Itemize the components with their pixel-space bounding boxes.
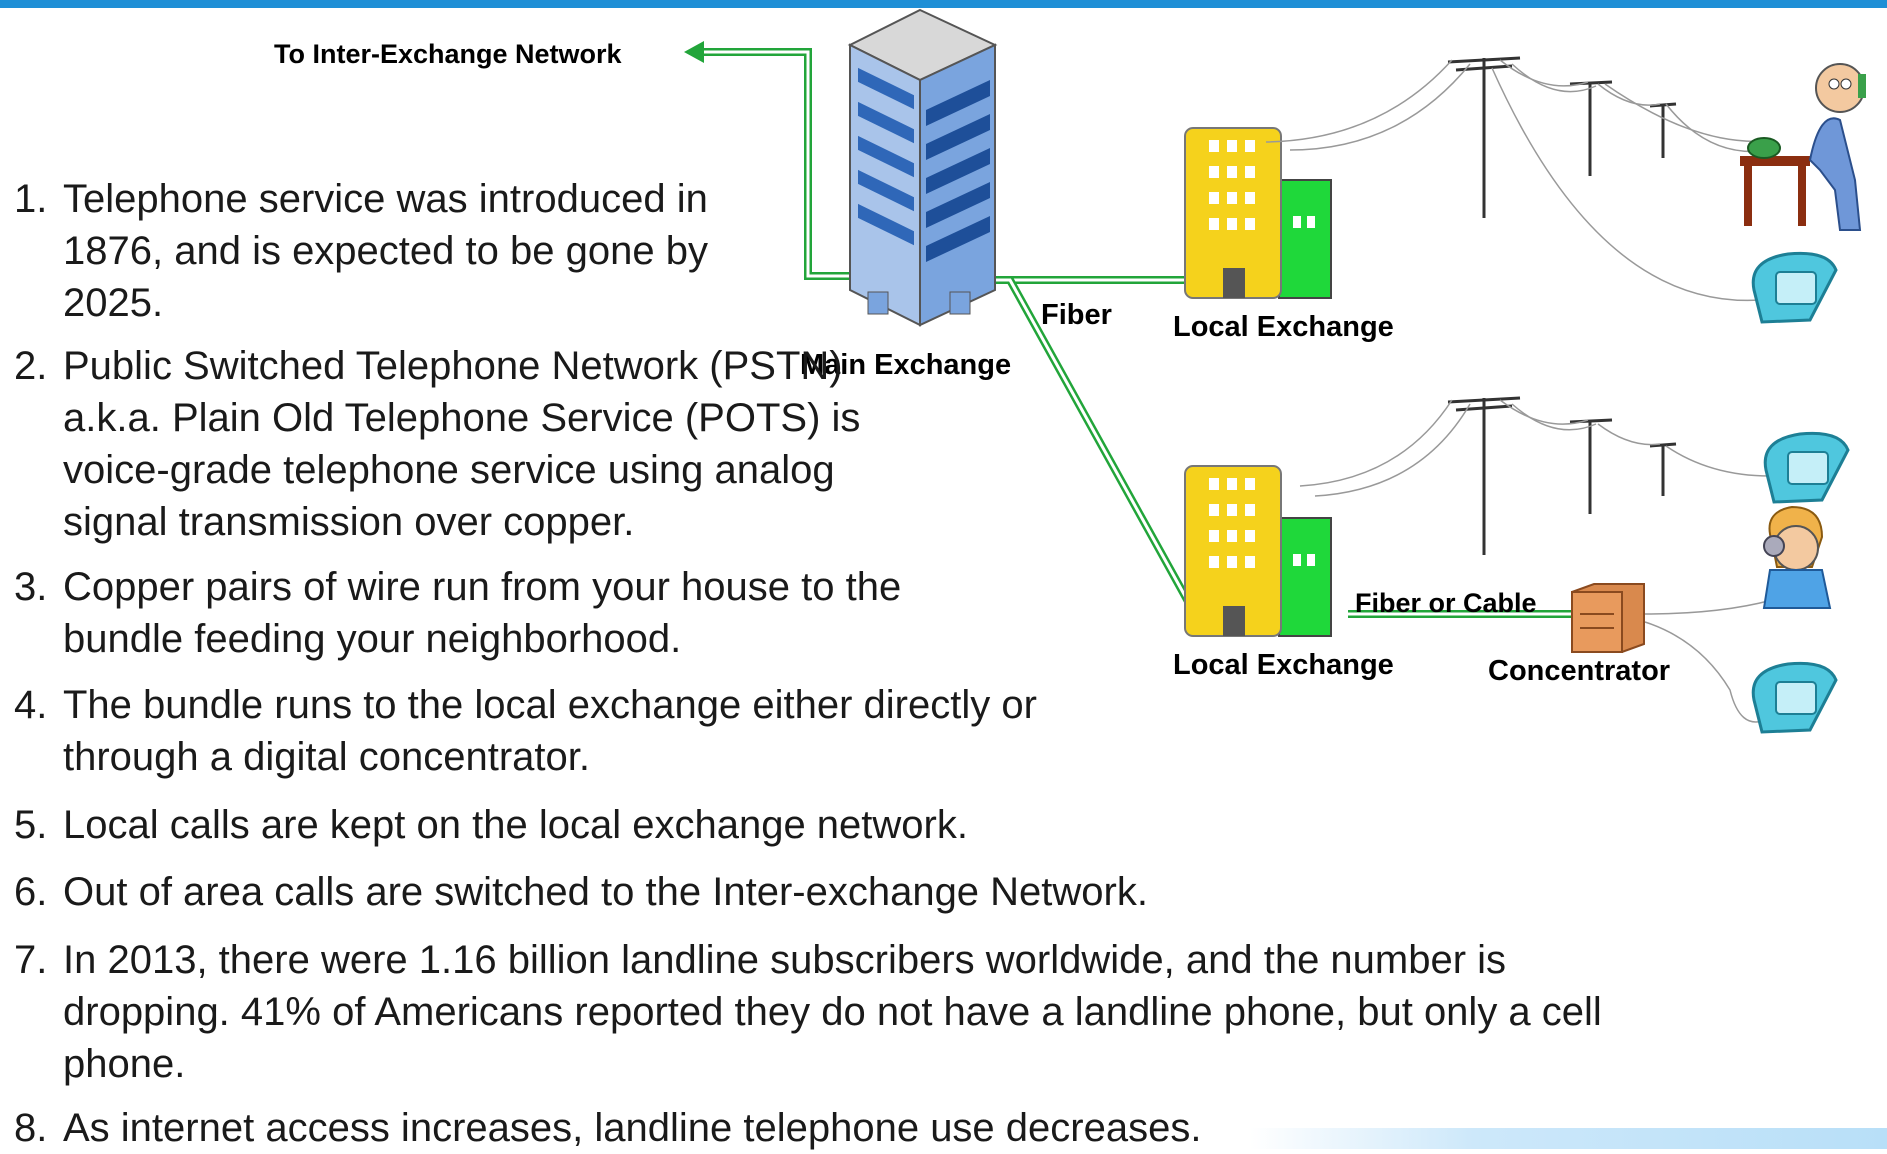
list-item: 6. Out of area calls are switched to the… xyxy=(14,866,1314,918)
list-item: 8. As internet access increases, landlin… xyxy=(14,1102,1414,1154)
link-inter-exchange xyxy=(684,41,860,280)
wire-lines-top xyxy=(1265,59,1776,302)
list-item: 2. Public Switched Telephone Network (PS… xyxy=(14,340,934,548)
item-text: The bundle runs to the local exchange ei… xyxy=(63,683,1037,779)
item-number: 3. xyxy=(14,565,48,609)
item-text: Local calls are kept on the local exchan… xyxy=(63,803,968,847)
person-on-phone-icon xyxy=(1762,505,1832,609)
desk-telephone-icon xyxy=(1763,431,1850,504)
list-item: 3. Copper pairs of wire run from your ho… xyxy=(14,561,974,665)
list-item: 7. In 2013, there were 1.16 billion land… xyxy=(14,934,1634,1090)
wire-lines-bottom xyxy=(1299,399,1773,723)
local-exchange-building-icon xyxy=(1184,465,1332,637)
item-number: 6. xyxy=(14,870,48,914)
main-exchange-label: Main Exchange xyxy=(800,349,1011,381)
person-on-phone-icon xyxy=(1740,63,1866,231)
concentrator-label: Concentrator xyxy=(1488,655,1670,687)
item-number: 1. xyxy=(14,177,48,221)
fiber-or-cable-label: Fiber or Cable xyxy=(1355,588,1537,618)
fiber-label: Fiber xyxy=(1041,299,1112,331)
item-number: 8. xyxy=(14,1106,48,1150)
item-text: In 2013, there were 1.16 billion landlin… xyxy=(63,938,1602,1086)
item-text: Telephone service was introduced in 1876… xyxy=(63,177,708,325)
arrow-head-icon xyxy=(684,41,704,63)
item-number: 4. xyxy=(14,683,48,727)
bottom-accent-band xyxy=(1250,1128,1887,1149)
item-text: As internet access increases, landline t… xyxy=(63,1106,1202,1150)
list-item: 4. The bundle runs to the local exchange… xyxy=(14,679,1074,783)
item-text: Public Switched Telephone Network (PSTN)… xyxy=(63,344,861,544)
top-accent-bar xyxy=(0,0,1887,8)
item-number: 2. xyxy=(14,344,48,388)
telephone-pole-icon xyxy=(1447,396,1677,555)
concentrator-cabinet-icon xyxy=(1571,583,1645,653)
telephone-pole-icon xyxy=(1447,56,1677,218)
list-item: 1. Telephone service was introduced in 1… xyxy=(14,173,714,329)
link-fiber-bottom xyxy=(995,276,1194,607)
item-number: 5. xyxy=(14,803,48,847)
item-number: 7. xyxy=(14,938,48,982)
list-item: 5. Local calls are kept on the local exc… xyxy=(14,799,1114,851)
inter-exchange-label: To Inter-Exchange Network xyxy=(274,39,623,69)
desk-telephone-icon xyxy=(1751,661,1838,734)
item-text: Copper pairs of wire run from your house… xyxy=(63,565,902,661)
office-tower-icon xyxy=(847,8,998,327)
desk-telephone-icon xyxy=(1751,251,1838,324)
item-text: Out of area calls are switched to the In… xyxy=(63,870,1148,914)
local-exchange-building-icon xyxy=(1184,127,1332,299)
local-exchange-top-label: Local Exchange xyxy=(1173,311,1394,343)
local-exchange-bottom-label: Local Exchange xyxy=(1173,649,1394,681)
